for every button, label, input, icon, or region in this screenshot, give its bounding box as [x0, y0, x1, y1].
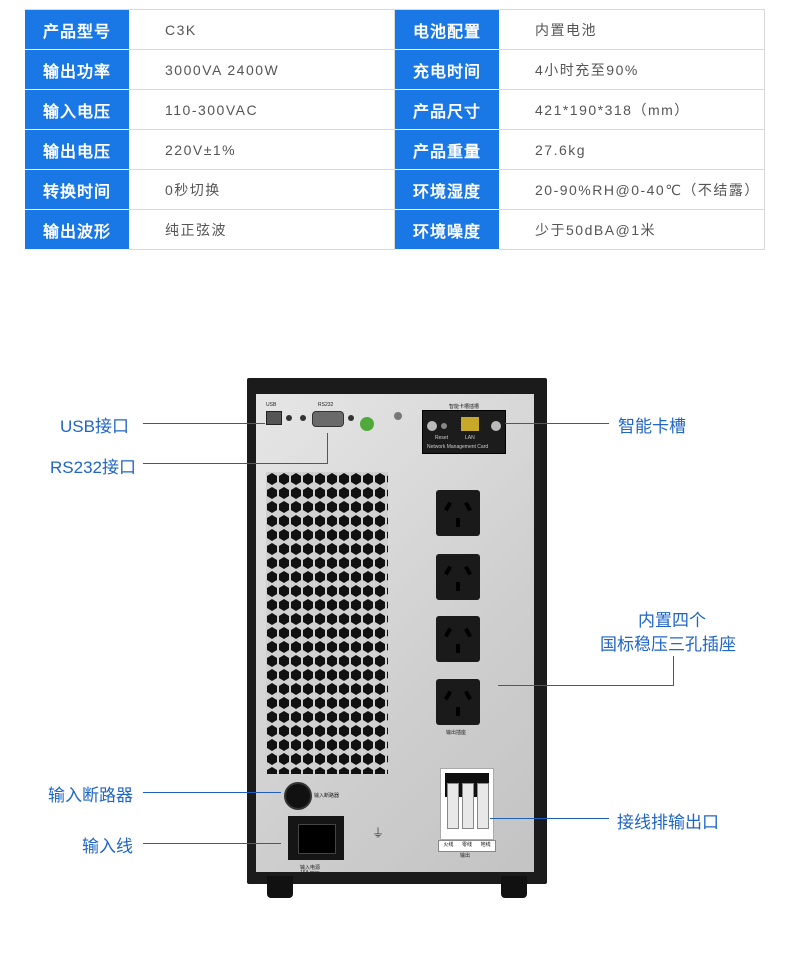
ventilation-grill: [266, 472, 388, 774]
callout-line: [143, 843, 281, 844]
spec-key: 环境噪度: [395, 209, 499, 250]
ups-foot-left: [267, 876, 293, 898]
terminal-block: [440, 768, 494, 840]
usb-port-label: USB: [266, 402, 277, 408]
ground-symbol-icon: ⏚: [372, 826, 385, 840]
card-slot-title: 智能卡槽插槽: [449, 404, 480, 410]
spec-key: 输出功率: [25, 49, 129, 90]
spec-value: 纯正弦波: [129, 209, 395, 250]
spec-key: 产品型号: [25, 9, 129, 50]
callout-line: [327, 433, 328, 464]
callout-line: [143, 463, 328, 464]
reset-button-icon: [441, 423, 447, 429]
callout-smart-card: 智能卡槽: [618, 417, 686, 436]
callout-sockets-line1: 内置四个: [638, 611, 706, 630]
spec-row: 环境噪度少于50dBA@1米: [395, 209, 765, 250]
spec-value: C3K: [129, 9, 395, 50]
rs232-port: [312, 411, 344, 427]
spec-key: 输出波形: [25, 209, 129, 250]
callout-sockets-line2: 国标稳压三孔插座: [600, 635, 736, 654]
breaker-knob: [284, 782, 312, 810]
output-label: 输出: [460, 853, 471, 859]
callout-line: [505, 423, 609, 424]
terminal-label: 地线: [480, 842, 491, 848]
ups-back-panel: USB RS232 智能卡槽插槽 Reset LAN Network Manag…: [256, 394, 534, 876]
card-name-label: Network Management Card: [427, 444, 489, 450]
spec-value: 20-90%RH@0-40℃（不结露）: [499, 169, 765, 210]
spec-key: 充电时间: [395, 49, 499, 90]
spec-key: 环境湿度: [395, 169, 499, 210]
spec-key: 产品重量: [395, 129, 499, 170]
spec-row: 输出波形纯正弦波: [25, 209, 395, 250]
output-socket: [436, 616, 480, 662]
spec-key: 输出电压: [25, 129, 129, 170]
output-socket: [436, 490, 480, 536]
callout-rs232: RS232接口: [50, 458, 136, 477]
screw-icon: [427, 421, 437, 431]
usb-port: [266, 411, 282, 425]
reset-label: Reset: [435, 435, 449, 441]
callout-input-line: 输入线: [82, 837, 133, 856]
spec-value: 4小时充至90%: [499, 49, 765, 90]
callout-line: [143, 423, 265, 424]
output-socket-label: 输出插座: [446, 730, 467, 736]
spec-value: 27.6kg: [499, 129, 765, 170]
terminal-label: 火线: [443, 842, 454, 848]
breaker-label: 输入断路器: [314, 793, 340, 799]
callout-breaker: 输入断路器: [48, 786, 133, 805]
lan-label: LAN: [465, 435, 475, 441]
input-power-port: [288, 816, 344, 860]
spec-key: 产品尺寸: [395, 89, 499, 130]
callout-line: [498, 685, 674, 686]
screw-icon: [394, 412, 402, 420]
input-rating-label: 16A max.: [300, 870, 321, 876]
rs232-port-label: RS232: [318, 402, 334, 408]
callout-line: [490, 818, 609, 819]
ups-rear-panel: USB RS232 智能卡槽插槽 Reset LAN Network Manag…: [247, 378, 547, 898]
callout-line: [143, 792, 281, 793]
spec-value: 内置电池: [499, 9, 765, 50]
spec-value: 少于50dBA@1米: [499, 209, 765, 250]
spec-key: 输入电压: [25, 89, 129, 130]
network-card: Reset LAN Network Management Card: [422, 410, 506, 454]
spec-value: 220V±1%: [129, 129, 395, 170]
lan-port: [461, 417, 479, 431]
ups-foot-right: [501, 876, 527, 898]
spec-key: 电池配置: [395, 9, 499, 50]
output-socket: [436, 554, 480, 600]
callout-line: [673, 656, 674, 685]
input-label: 输入电源: [300, 865, 321, 871]
screw-icon: [300, 415, 306, 421]
output-socket: [436, 679, 480, 725]
ground-terminal-icon: [360, 417, 374, 431]
screw-icon: [348, 415, 354, 421]
spec-value: 3000VA 2400W: [129, 49, 395, 90]
screw-icon: [286, 415, 292, 421]
spec-value: 421*190*318（mm）: [499, 89, 765, 130]
spec-value: 0秒切换: [129, 169, 395, 210]
spec-row: 电池配置内置电池: [395, 9, 765, 50]
screw-icon: [491, 421, 501, 431]
spec-value: 110-300VAC: [129, 89, 395, 130]
terminal-labels: 火线 零线 地线: [438, 840, 496, 852]
spec-key: 转换时间: [25, 169, 129, 210]
terminal-label: 零线: [462, 842, 473, 848]
callout-usb: USB接口: [60, 417, 129, 436]
callout-terminal: 接线排输出口: [617, 813, 719, 832]
